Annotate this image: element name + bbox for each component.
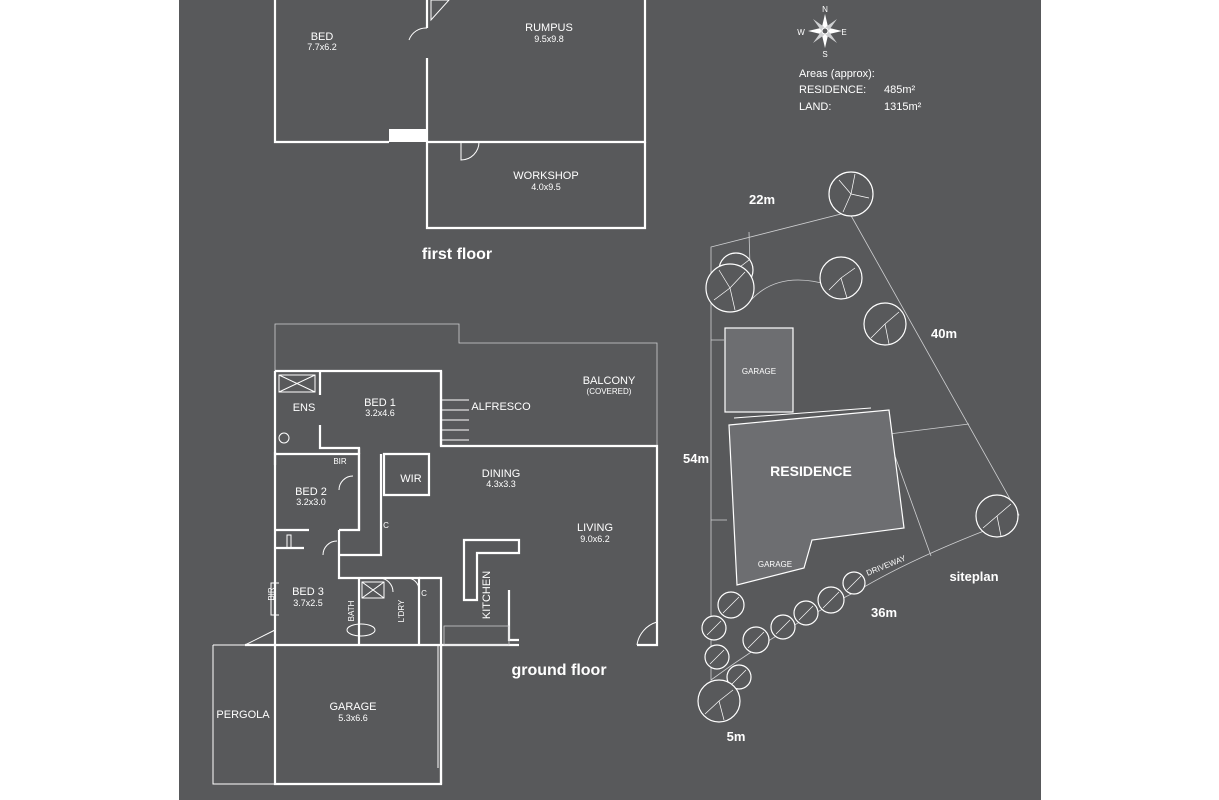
compass-e: E	[841, 28, 846, 37]
room-wir-label: WIR	[400, 473, 421, 485]
room-living-label: LIVING	[577, 522, 613, 534]
siteplan-dim-left: 54m	[683, 451, 709, 466]
areas-land-value: 1315m²	[884, 101, 922, 113]
tree-icon	[726, 664, 752, 690]
compass-n: N	[822, 5, 828, 14]
siteplan-garage-top	[724, 327, 794, 413]
siteplan-dim-top: 22m	[749, 192, 775, 207]
ground-floor-caption: ground floor	[511, 662, 606, 679]
siteplan-dim-bottom: 36m	[871, 605, 897, 620]
tree-icon	[975, 494, 1019, 538]
first-floor-plan	[273, 0, 647, 230]
tree-icon	[701, 615, 727, 641]
room-bed-label: BED	[311, 31, 334, 43]
tree-icon	[842, 571, 866, 595]
siteplan-residence-label: RESIDENCE	[770, 463, 852, 479]
siteplan-dim-right: 40m	[931, 326, 957, 341]
room-workshop-label: WORKSHOP	[513, 170, 578, 182]
room-garage-size: 5.3x6.6	[338, 713, 368, 723]
floor-plan-drawing: BED 7.7x6.2 RUMPUS 9.5x9.8 WORKSHOP 4.0x…	[212, 0, 1020, 786]
tree-icon	[819, 256, 863, 300]
areas-heading: Areas (approx):	[799, 68, 875, 80]
compass-s: S	[822, 50, 827, 59]
room-workshop-size: 4.0x9.5	[531, 182, 561, 192]
areas-land-label: LAND:	[799, 101, 831, 113]
siteplan-driveway-label: DRIVEWAY	[865, 553, 908, 577]
room-garage-label: GARAGE	[329, 701, 376, 713]
first-floor-landing	[389, 129, 427, 142]
siteplan-garage-top-label: GARAGE	[742, 367, 776, 376]
room-bed-size: 7.7x6.2	[307, 42, 337, 52]
room-ldry-label: L'DRY	[397, 599, 406, 622]
tree-icon	[817, 586, 845, 614]
cupboard-1-label: C	[383, 521, 389, 530]
floor-plan-panel: BED 7.7x6.2 RUMPUS 9.5x9.8 WORKSHOP 4.0x…	[179, 0, 1041, 800]
tree-icon	[704, 644, 730, 670]
room-kitchen-label: KITCHEN	[481, 571, 493, 619]
room-bed1-size: 3.2x4.6	[365, 408, 395, 418]
tree-icon	[770, 614, 796, 640]
areas-residence-value: 485m²	[884, 84, 916, 96]
room-bir-side-label: BIR	[267, 587, 276, 601]
siteplan-drawing	[697, 171, 1020, 723]
tree-icon	[828, 171, 874, 217]
room-bir-top-label: BIR	[333, 457, 347, 466]
room-bath-label: BATH	[347, 600, 356, 621]
tree-icon	[705, 263, 755, 313]
siteplan-dim-corner: 5m	[727, 729, 746, 744]
tree-icon	[717, 591, 745, 619]
room-bed3-label: BED 3	[292, 586, 324, 598]
room-bed2-size: 3.2x3.0	[296, 497, 326, 507]
tree-icon	[793, 600, 819, 626]
room-bed1-label: BED 1	[364, 397, 396, 409]
room-balcony-note: (COVERED)	[587, 387, 632, 396]
areas-residence-label: RESIDENCE:	[799, 84, 866, 96]
room-balcony-label: BALCONY	[583, 375, 636, 387]
cupboard-2-label: C	[421, 589, 427, 598]
siteplan-caption: siteplan	[949, 569, 998, 584]
first-floor-caption: first floor	[422, 246, 492, 263]
siteplan-residence	[728, 409, 905, 586]
room-alfresco-label: ALFRESCO	[471, 401, 531, 413]
compass-rose-icon	[808, 14, 842, 48]
tree-icon	[742, 626, 770, 654]
room-ens-label: ENS	[293, 402, 316, 414]
room-rumpus-label: RUMPUS	[525, 22, 573, 34]
room-rumpus-size: 9.5x9.8	[534, 34, 564, 44]
tree-icon	[697, 679, 741, 723]
room-bed3-size: 3.7x2.5	[293, 598, 323, 608]
compass-w: W	[797, 28, 805, 37]
room-dining-label: DINING	[482, 468, 521, 480]
room-living-size: 9.0x6.2	[580, 534, 610, 544]
ground-floor-plan	[212, 323, 659, 786]
tree-icon	[863, 302, 907, 346]
siteplan-garage-bottom-label: GARAGE	[758, 560, 792, 569]
room-pergola-label: PERGOLA	[216, 709, 270, 721]
room-dining-size: 4.3x3.3	[486, 479, 516, 489]
room-bed2-label: BED 2	[295, 486, 327, 498]
